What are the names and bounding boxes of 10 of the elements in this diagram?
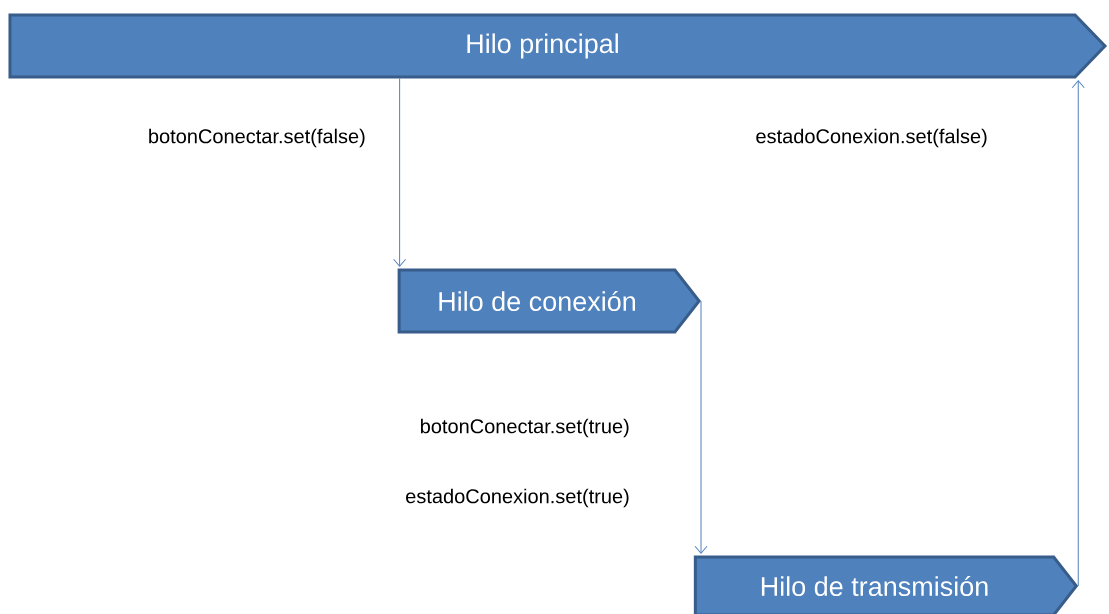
edge-label: botonConectar.set(true) (420, 418, 629, 438)
edge-label: estadoConexion.set(false) (756, 128, 987, 148)
arrow (1071, 80, 1085, 587)
code-label: estadoConexion.set(true) (406, 488, 629, 508)
thread-arrow-box: Hilo de conexión (397, 268, 702, 334)
thread-arrow-box: Hilo principal (8, 13, 1108, 79)
edge-label: botonConectar.set(false) (149, 128, 365, 148)
arrow (393, 78, 407, 267)
arrow (694, 300, 708, 554)
thread-arrow-box: Hilo de transmisión (693, 555, 1079, 614)
